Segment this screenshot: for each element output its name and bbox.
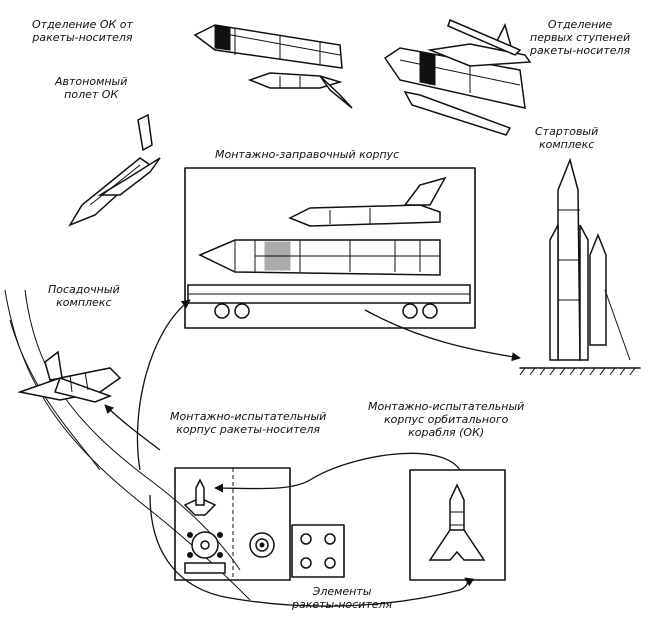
flow-arrows bbox=[105, 300, 520, 606]
ok-test-building bbox=[410, 470, 505, 580]
label-ok-test-building-line3: корабля (ОК) bbox=[368, 426, 524, 439]
lv-test-building bbox=[175, 468, 344, 580]
label-separation-ok-line1: Отделение ОК от bbox=[32, 18, 133, 31]
label-landing-complex-line1: Посадочный bbox=[48, 283, 120, 296]
label-lv-test-building-line2: корпус ракеты-носителя bbox=[170, 423, 326, 436]
separation-ok-illustration bbox=[195, 25, 352, 108]
label-assembly-fueling: Монтажно-заправочный корпус bbox=[215, 148, 399, 161]
label-separation-ok: Отделение ОК от ракеты-носителя bbox=[32, 18, 133, 44]
launch-complex-illustration bbox=[520, 160, 640, 375]
label-lv-test-building: Монтажно-испытательный корпус ракеты-нос… bbox=[170, 410, 326, 436]
label-launch-complex-line1: Стартовый bbox=[535, 125, 598, 138]
label-launch-complex-line2: комплекс bbox=[535, 138, 598, 151]
label-separation-stages-line3: ракеты-носителя bbox=[530, 44, 630, 57]
label-lv-elements: Элементы ракеты-носителя bbox=[292, 585, 392, 611]
label-ok-test-building-line1: Монтажно-испытательный bbox=[368, 400, 524, 413]
label-launch-complex: Стартовый комплекс bbox=[535, 125, 598, 151]
label-autonomous-flight-line1: Автономный bbox=[55, 75, 127, 88]
label-separation-ok-line2: ракеты-носителя bbox=[32, 31, 133, 44]
label-assembly-fueling-text: Монтажно-заправочный корпус bbox=[215, 148, 399, 161]
label-separation-stages-line2: первых ступеней bbox=[530, 31, 630, 44]
label-ok-test-building: Монтажно-испытательный корпус орбитально… bbox=[368, 400, 524, 439]
autonomous-flight-illustration bbox=[70, 115, 160, 225]
label-separation-stages: Отделение первых ступеней ракеты-носител… bbox=[530, 18, 630, 57]
assembly-fueling-building bbox=[185, 168, 475, 328]
label-lv-test-building-line1: Монтажно-испытательный bbox=[170, 410, 326, 423]
label-ok-test-building-line2: корпус орбитального bbox=[368, 413, 524, 426]
label-autonomous-flight-line2: полет ОК bbox=[55, 88, 127, 101]
label-landing-complex: Посадочный комплекс bbox=[48, 283, 120, 309]
label-autonomous-flight: Автономный полет ОК bbox=[55, 75, 127, 101]
label-separation-stages-line1: Отделение bbox=[530, 18, 630, 31]
label-lv-elements-line1: Элементы bbox=[292, 585, 392, 598]
label-lv-elements-line2: ракеты-носителя bbox=[292, 598, 392, 611]
separation-stages-illustration bbox=[385, 20, 530, 135]
label-landing-complex-line2: комплекс bbox=[48, 296, 120, 309]
